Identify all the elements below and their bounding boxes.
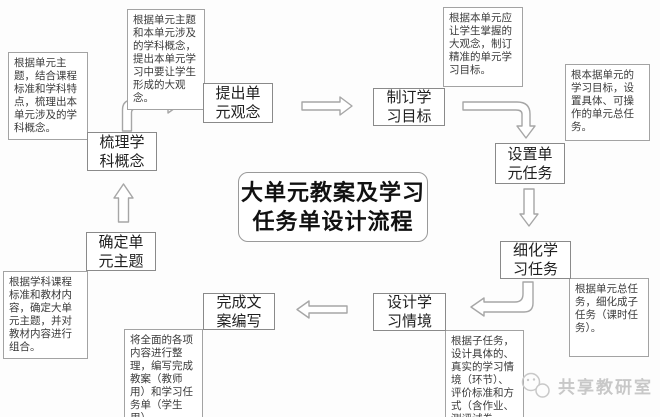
- arrow-define-theme-to-comb-concepts: [113, 183, 134, 223]
- annotation-design-learning-situations: 根据子任务，设计具体的、真实的学习情境（环节）、评价标准和方式（含作业、测评试卷…: [445, 330, 524, 417]
- arrow-propose-ideas-to-set-goals: [301, 96, 353, 116]
- annotation-finish-copywriting: 将全面的各项内容进行整理，编写完成教案（教师用）和学习任务单（学生用）。: [124, 329, 203, 417]
- chat-bubbles-face-icon: [520, 371, 552, 399]
- annotation-refine-learning-tasks: 根据单元总任务，细化成子任务（课时任务）。: [569, 278, 649, 357]
- node-comb-subject-concepts: 梳理学 科概念: [87, 132, 157, 171]
- arrow-set-tasks-to-refine-tasks: [519, 188, 539, 227]
- node-design-learning-situations: 设计学 习情境: [373, 293, 446, 331]
- annotation-set-unit-tasks: 根本据单元的学习目标，设置具体、可操作的单元总任务。: [565, 64, 650, 141]
- annotation-set-learning-goals: 根据本单元应让学生掌握的大观念，制订精准的单元学习目标。: [443, 7, 523, 87]
- node-refine-learning-tasks: 细化学 习任务: [500, 241, 571, 279]
- node-finish-copywriting: 完成文 案编写: [203, 293, 275, 330]
- annotation-comb-subject-concepts: 根据单元主题，结合课程标准和学科特点，梳理出本单元涉及的学科概念。: [8, 52, 88, 140]
- arrow-set-goals-to-set-tasks: [462, 101, 536, 139]
- annotation-define-unit-theme: 根据学科课程标准和教材内容，确定大单元主题，并对教材内容进行组合。: [3, 271, 88, 359]
- arrow-refine-tasks-to-design-situations: [470, 281, 534, 317]
- annotation-propose-unit-ideas: 根据单元主题和本单元涉及的学科概念，提出本单元学习中要让学生形成的大观念。: [127, 9, 205, 110]
- diagram-title: 大单元教案及学习 任务单设计流程: [238, 172, 428, 242]
- watermark: 共享教研室: [520, 370, 653, 400]
- node-set-learning-goals: 制订学 习目标: [373, 88, 445, 126]
- watermark-text: 共享教研室: [558, 377, 653, 397]
- node-define-unit-theme: 确定单 元主题: [86, 232, 156, 271]
- node-propose-unit-ideas: 提出单 元观念: [203, 83, 273, 123]
- node-set-unit-tasks: 设置单 元任务: [495, 143, 565, 184]
- arrow-design-situations-to-finish-writing: [296, 300, 348, 319]
